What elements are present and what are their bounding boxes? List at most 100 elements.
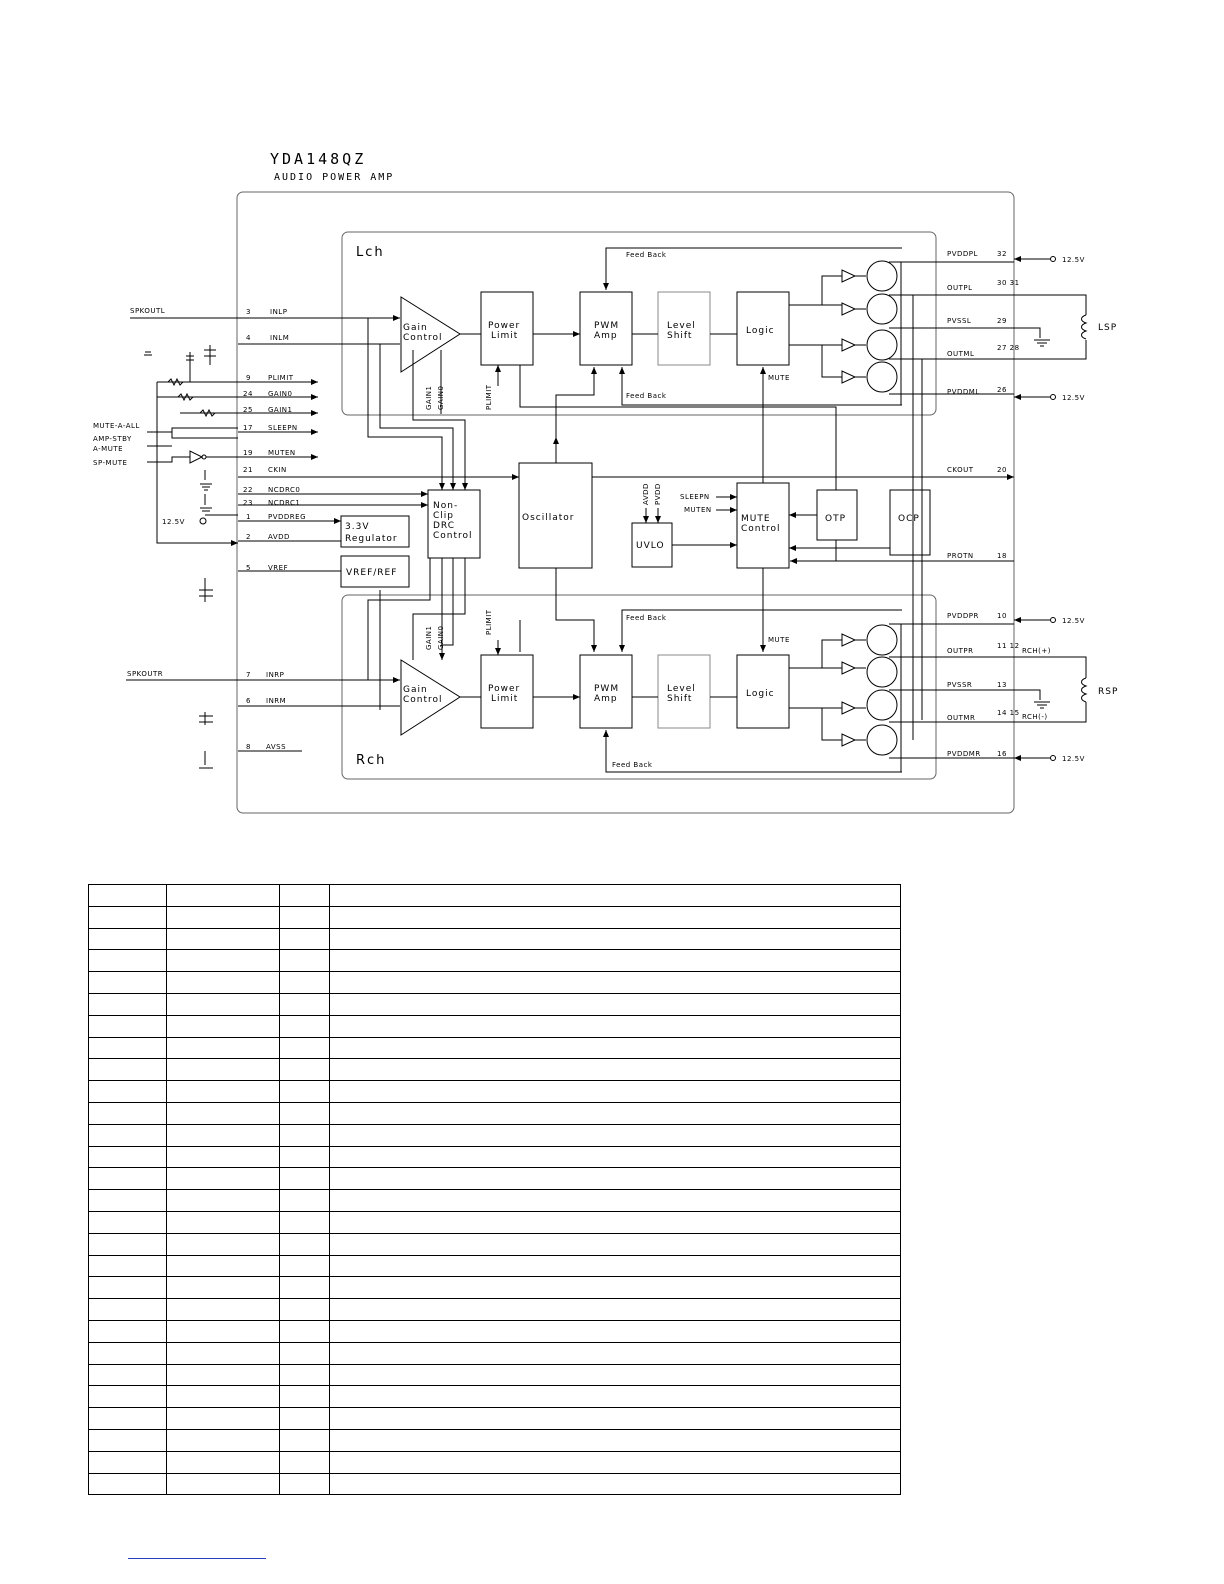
table-cell — [88, 1232, 167, 1256]
svg-text:6: 6 — [246, 697, 251, 705]
table-row — [88, 992, 901, 1016]
table-cell — [88, 992, 167, 1016]
lsp-label: LSP — [1098, 323, 1117, 333]
lch-pwm-l2: Amp — [594, 331, 618, 341]
table-cell — [329, 1014, 901, 1038]
lch-mute-label: MUTE — [768, 374, 790, 382]
svg-text:26: 26 — [997, 386, 1007, 394]
table-cell — [329, 1210, 901, 1234]
table-row — [88, 1232, 901, 1256]
table-cell — [279, 927, 330, 951]
table-cell — [166, 927, 280, 951]
table-cell — [88, 1472, 167, 1496]
table-cell — [166, 1298, 280, 1321]
table-row — [88, 1319, 901, 1343]
svg-text:PVDDREG: PVDDREG — [268, 513, 306, 521]
table-cell — [279, 1080, 330, 1103]
svg-text:8: 8 — [246, 743, 251, 751]
rch-minus-label: RCH(-) — [1022, 713, 1048, 721]
sleepn-internal-label: SLEEPN — [680, 493, 710, 501]
table-cell — [88, 1210, 167, 1234]
table-cell — [329, 1276, 901, 1300]
svg-text:GAIN1: GAIN1 — [268, 406, 292, 414]
table-cell — [166, 1254, 280, 1278]
svg-text:NCDRC1: NCDRC1 — [268, 499, 300, 507]
table-cell — [279, 1276, 330, 1300]
regulator-l1: 3.3V — [345, 522, 369, 532]
nonclip-drc-block — [427, 489, 481, 559]
table-cell — [88, 1254, 167, 1278]
table-row — [88, 1298, 901, 1321]
table-row — [88, 1189, 901, 1212]
table-row — [88, 884, 901, 907]
table-row — [88, 1058, 901, 1082]
table-row — [88, 1080, 901, 1103]
table-row — [88, 1254, 901, 1278]
table-cell — [279, 1014, 330, 1038]
rch-label: Rch — [356, 753, 386, 768]
table-row — [88, 1363, 901, 1387]
table-cell — [166, 1450, 280, 1474]
svg-text:12.5V: 12.5V — [1062, 617, 1085, 625]
table-cell — [88, 884, 167, 907]
nonclip-l2: Clip — [433, 511, 454, 521]
table-row — [88, 1407, 901, 1430]
table-cell — [88, 1298, 167, 1321]
table-cell — [88, 1276, 167, 1300]
lch-level-shift — [657, 291, 711, 366]
table-cell — [88, 905, 167, 929]
svg-text:VREF: VREF — [268, 564, 288, 572]
table-row — [88, 949, 901, 973]
svg-text:19: 19 — [243, 449, 253, 457]
svg-text:OUTPR: OUTPR — [947, 647, 974, 655]
spkoutr-label: SPKOUTR — [127, 670, 163, 678]
pvdd-label: PVDD — [654, 483, 662, 505]
amp-stby-label: AMP-STBY — [93, 435, 132, 443]
lch-level-l1: Level — [667, 321, 696, 331]
svg-text:OUTML: OUTML — [947, 350, 974, 358]
svg-text:INRM: INRM — [266, 697, 286, 705]
table-cell — [166, 1101, 280, 1125]
table-cell — [279, 1385, 330, 1409]
rch-logic-label: Logic — [746, 689, 775, 699]
table-row — [88, 971, 901, 994]
svg-text:12.5V: 12.5V — [1062, 256, 1085, 264]
lch-gain1-label: GAIN1 — [425, 386, 433, 410]
table-cell — [279, 1145, 330, 1169]
lch-pwm-amp — [579, 291, 633, 366]
table-cell — [279, 1341, 330, 1365]
table-cell — [329, 1145, 901, 1169]
svg-text:10: 10 — [997, 612, 1007, 620]
table-row — [88, 905, 901, 929]
table-row — [88, 1101, 901, 1125]
table-cell — [329, 1450, 901, 1474]
svg-text:PVDDPR: PVDDPR — [947, 612, 979, 620]
table-row — [88, 1276, 901, 1300]
table-cell — [329, 1232, 901, 1256]
svg-text:AVDD: AVDD — [268, 533, 290, 541]
table-cell — [279, 1428, 330, 1452]
table-row — [88, 1167, 901, 1191]
nonclip-l4: Control — [433, 531, 473, 541]
rch-power-limit — [480, 654, 534, 729]
supply-in-label: 12.5V — [162, 518, 185, 526]
table-cell — [329, 1080, 901, 1103]
table-row — [88, 1428, 901, 1452]
rch-mute-label: MUTE — [768, 636, 790, 644]
lch-box — [341, 231, 937, 416]
lch-plimit-label: PLIMIT — [485, 384, 493, 410]
table-cell — [329, 1123, 901, 1147]
rch-gain-label-1: Gain — [403, 685, 428, 695]
rch-gain0-label: GAIN0 — [437, 626, 445, 650]
svg-text:AVSS: AVSS — [266, 743, 286, 751]
table-row — [88, 1385, 901, 1409]
table-cell — [166, 1385, 280, 1409]
table-cell — [88, 1058, 167, 1082]
svg-text:CKIN: CKIN — [268, 466, 287, 474]
ocp-block — [889, 489, 931, 556]
table-cell — [166, 1189, 280, 1212]
table-cell — [166, 1319, 280, 1343]
table-cell — [329, 1341, 901, 1365]
table-cell — [166, 1428, 280, 1452]
table-row — [88, 1341, 901, 1365]
